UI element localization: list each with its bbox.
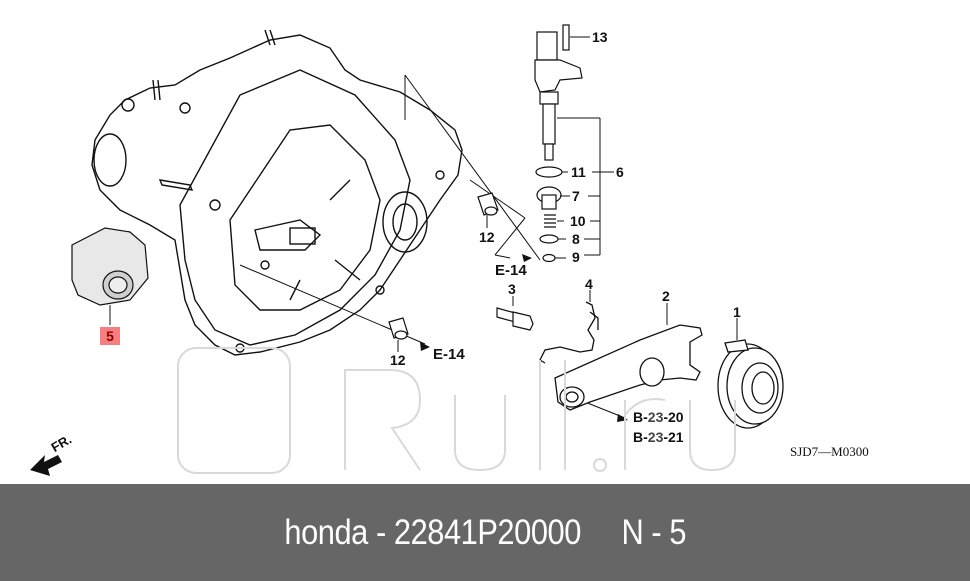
callout-8: 8: [572, 231, 580, 247]
callout-4: 4: [585, 276, 593, 292]
callout-12-upper: 12: [479, 229, 495, 245]
part-number-caption: honda - 22841P20000 N - 5: [284, 512, 686, 552]
callout-5-highlighted[interactable]: 5: [100, 327, 120, 345]
reference-e14-upper[interactable]: E-14: [495, 262, 527, 279]
callout-13: 13: [592, 29, 608, 45]
footer-bar: honda - 22841P20000 N - 5: [0, 484, 970, 581]
parts-diagram: 13 6 11 7 10 8 9 12 12 3 4 2 1 5 E-14 E-…: [30, 24, 869, 476]
reference-arrows: [420, 254, 628, 422]
diagram-code: SJD7—M0300: [790, 444, 869, 459]
part-5-mount-icon: [71, 227, 149, 325]
ref-prefix: B-: [633, 409, 648, 425]
part-2-fork-icon: [554, 324, 703, 411]
ref-suffix: -20: [663, 409, 684, 425]
callout-3: 3: [508, 281, 516, 297]
reference-b-23-21[interactable]: B-23-21: [633, 430, 684, 444]
callout-1: 1: [733, 304, 741, 320]
pin-12-icon: [388, 192, 499, 340]
callout-12-lower: 12: [390, 352, 406, 368]
reference-e14-lower[interactable]: E-14: [433, 346, 465, 363]
transmission-housing-icon: [91, 29, 463, 356]
ref-mid: 23: [647, 409, 664, 425]
reference-b-23-20[interactable]: B-23-20: [633, 410, 684, 424]
watermark-logo: [177, 347, 736, 474]
ref-mid: 23: [647, 429, 664, 445]
ref-prefix: B-: [633, 429, 648, 445]
part-3-bolt-icon: [496, 307, 534, 331]
part-4-clip-icon: [539, 301, 599, 364]
callout-9: 9: [572, 249, 580, 265]
ref-suffix: -21: [663, 429, 684, 445]
diagram-drawing: [30, 24, 784, 476]
callout-11: 11: [571, 164, 586, 180]
callout-2: 2: [662, 288, 670, 304]
callout-7: 7: [572, 188, 580, 204]
front-direction-arrow-icon: [30, 455, 62, 476]
callout-6: 6: [616, 164, 624, 180]
callout-10: 10: [570, 213, 586, 229]
part-1-bearing-icon: [717, 339, 784, 429]
